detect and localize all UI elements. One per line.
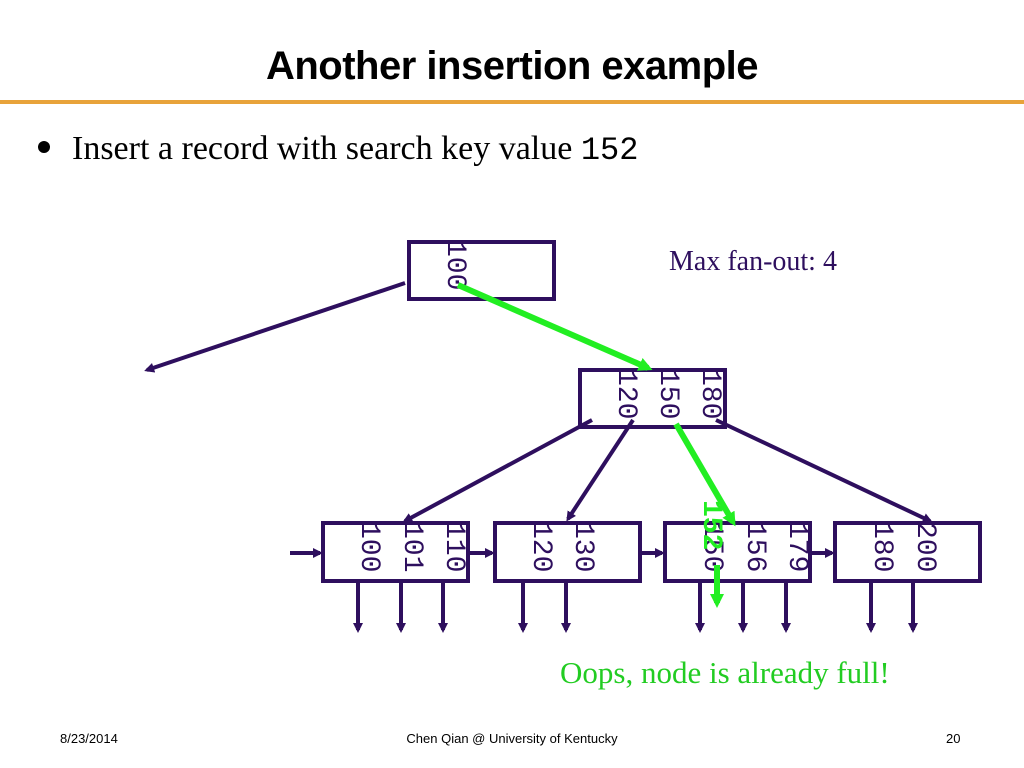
- inserted-key: 152: [695, 500, 726, 550]
- inner-key-3: 180: [694, 369, 725, 419]
- bullet-dot-icon: [38, 141, 50, 154]
- footer-page-number: 20: [946, 731, 961, 746]
- search-path-inner-to-leaf: [673, 422, 736, 527]
- footer-author: Chen Qian @ University of Kentucky: [406, 731, 618, 746]
- slide-title: Another insertion example: [265, 44, 759, 88]
- leaf3-key-1: 150: [696, 522, 727, 572]
- bullet-item: Insert a record with search key value 15…: [38, 130, 638, 169]
- leaf3-key-3: 179: [781, 522, 812, 572]
- footer-date: 8/23/2014: [60, 731, 118, 746]
- node-full-note: Oops, node is already full!: [560, 655, 890, 690]
- leaf3-key-2: 156: [739, 522, 770, 572]
- leaf-node-3: [663, 521, 812, 583]
- root-node: [407, 240, 556, 301]
- leaf1-key-3: 110: [438, 522, 469, 572]
- leaf1-key-1: 100: [353, 522, 384, 572]
- leaf2-key-2: 130: [567, 522, 598, 572]
- root-left-pointer: [144, 281, 406, 373]
- max-fanout-label: Max fan-out: 4: [669, 246, 837, 277]
- bullet-search-key: 152: [580, 132, 639, 169]
- leaf-node-4: [833, 521, 982, 583]
- leaf-node-1: [321, 521, 470, 583]
- search-path-root-to-inner: [456, 282, 653, 371]
- inner-pointer-4: [715, 418, 933, 523]
- record-pointers: [353, 581, 918, 633]
- title-divider: [0, 100, 1024, 104]
- inner-pointer-2: [566, 418, 635, 522]
- root-key-1: 100: [439, 240, 470, 290]
- leaf4-key-2: 200: [909, 522, 940, 572]
- leaf2-key-1: 120: [525, 522, 556, 572]
- inner-key-2: 150: [652, 369, 683, 419]
- bullet-text: Insert a record with search key value: [72, 130, 581, 167]
- leaf1-key-2: 101: [396, 522, 427, 572]
- inner-node: [578, 368, 727, 429]
- leaf4-key-1: 180: [866, 522, 897, 572]
- inner-pointer-1: [402, 418, 593, 523]
- inner-key-1: 120: [610, 369, 641, 419]
